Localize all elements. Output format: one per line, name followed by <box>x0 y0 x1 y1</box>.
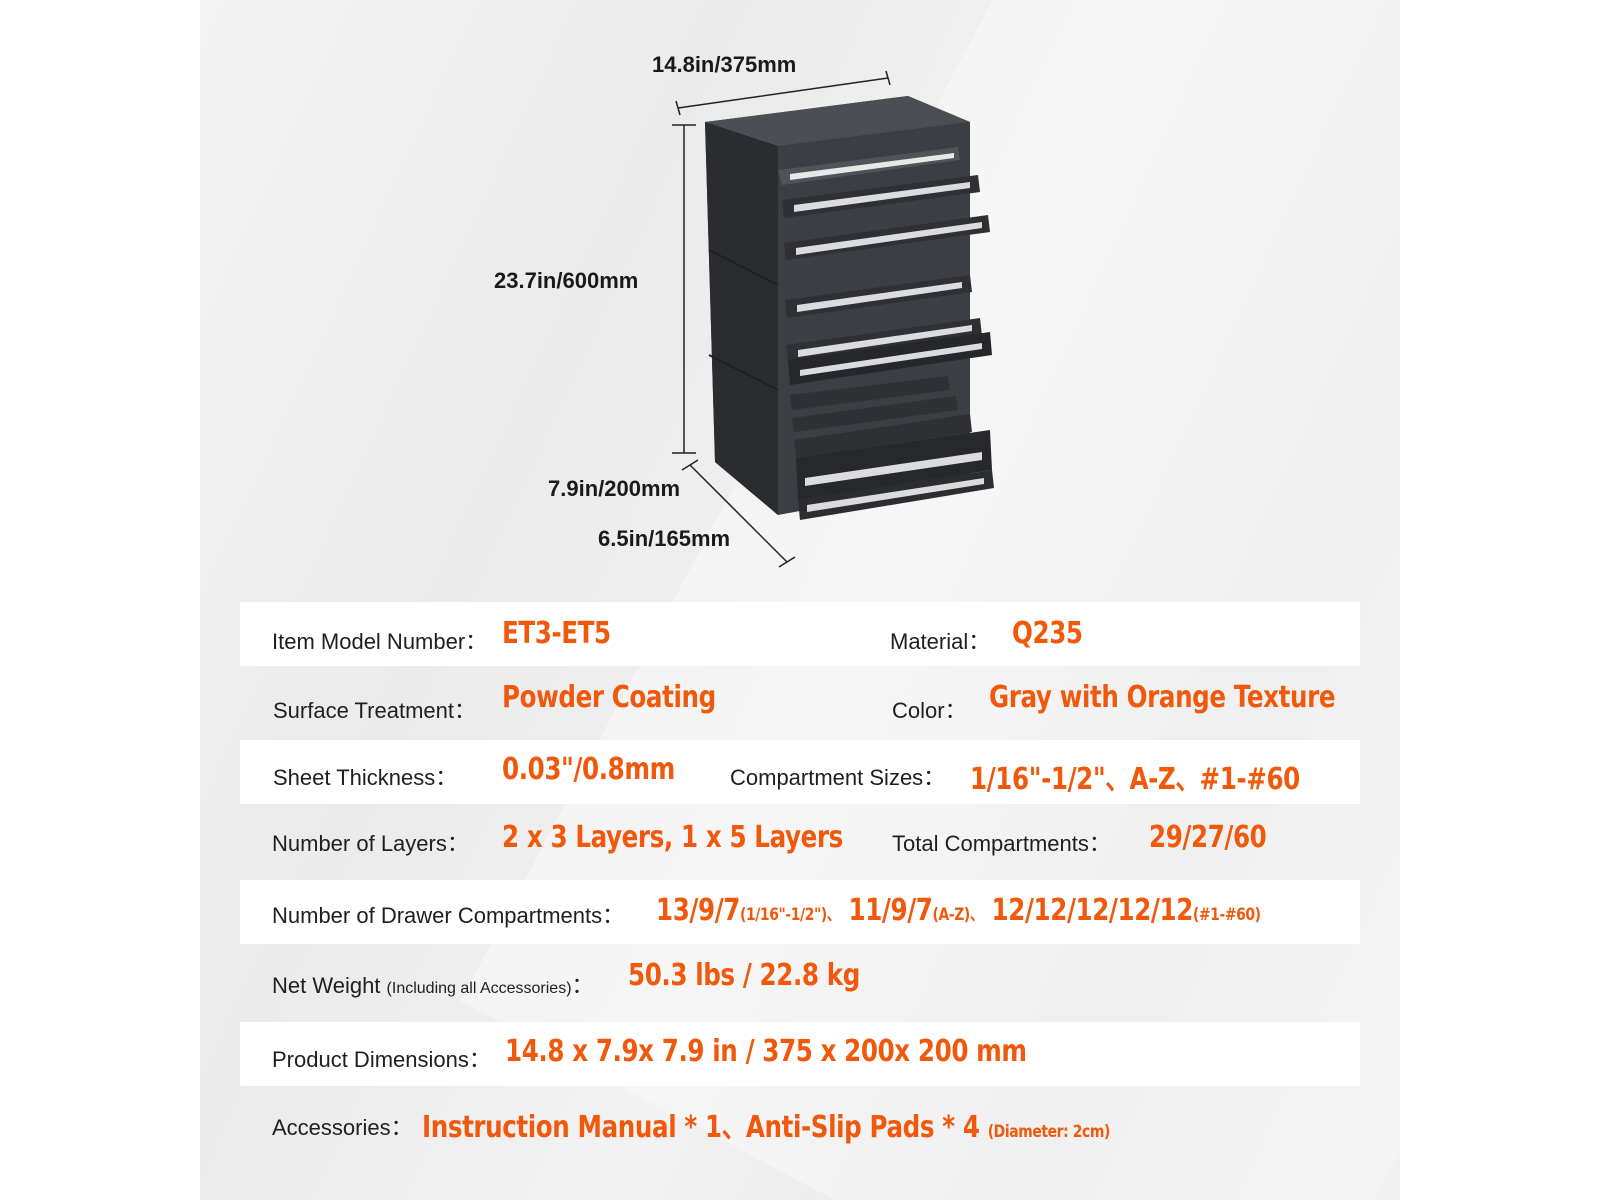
color-value: Gray with Orange Texture <box>989 680 1336 715</box>
model-label: Item Model Number： <box>272 629 488 654</box>
weight-label-text: Net Weight <box>272 973 381 998</box>
material-label: Material： <box>890 629 991 654</box>
color-label: Color： <box>892 698 967 723</box>
product-dimensions-value: 14.8 x 7.9x 7.9 in / 375 x 200x 200 mm <box>505 1034 1027 1069</box>
dimension-height-label: 23.7in/600mm <box>494 268 639 293</box>
layers-label: Number of Layers： <box>272 831 469 856</box>
layers-value: 2 x 3 Layers, 1 x 5 Layers <box>502 820 843 855</box>
total-compartments-label: Total Compartments： <box>892 831 1111 856</box>
cabinet-illustration <box>672 70 994 568</box>
model-value: ET3-ET5 <box>502 616 611 651</box>
material-value: Q235 <box>1012 616 1083 651</box>
dimension-width-label: 14.8in/375mm <box>652 52 797 77</box>
drawer-compartments-s1: (1/16"-1/2")、 <box>739 905 841 925</box>
spec-row-model-material <box>240 602 1360 666</box>
product-panel: 14.8in/375mm 23.7in/600mm 7.9in/200mm 6.… <box>200 0 1400 1200</box>
surface-label: Surface Treatment： <box>273 698 476 723</box>
drawer-compartments-label: Number of Drawer Compartments： <box>272 903 625 928</box>
drawer-compartments-s2: (A-Z)、 <box>932 905 984 925</box>
drawer-compartments-v1: 13/9/7 <box>656 893 740 928</box>
weight-label: Net Weight (Including all Accessories)： <box>272 968 594 1000</box>
drawer-compartments-value: 13/9/7(1/16"-1/2")、 11/9/7(A-Z)、 12/12/1… <box>656 893 1261 928</box>
dimension-depth-label: 7.9in/200mm <box>548 476 681 501</box>
drawer-compartments-v3: 12/12/12/12/12 <box>991 893 1194 928</box>
total-compartments-value: 29/27/60 <box>1149 820 1267 855</box>
weight-label-colon: ： <box>571 973 594 998</box>
compartment-sizes-value: 1/16"-1/2"、A-Z、#1-#60 <box>970 762 1300 797</box>
thickness-value: 0.03"/0.8mm <box>502 752 675 787</box>
cabinet-drawers <box>778 147 994 520</box>
accessories-note: (Diameter: 2cm) <box>987 1122 1111 1142</box>
thickness-label: Sheet Thickness： <box>273 765 458 790</box>
weight-label-note: (Including all Accessories) <box>386 980 572 997</box>
dimension-drawer-depth-label: 6.5in/165mm <box>598 526 731 551</box>
dimension-lines <box>672 70 891 568</box>
drawer-compartments-v2: 11/9/7 <box>848 893 933 928</box>
accessories-value: Instruction Manual * 1、Anti-Slip Pads * … <box>422 1102 1110 1146</box>
spec-row-drawer-compartments <box>240 880 1360 944</box>
spec-row-dimensions <box>240 1022 1360 1086</box>
weight-value: 50.3 lbs / 22.8 kg <box>628 958 860 993</box>
accessories-items: Instruction Manual * 1、Anti-Slip Pads * … <box>422 1110 980 1145</box>
product-dimensions-label: Product Dimensions： <box>272 1047 491 1072</box>
compartment-sizes-label: Compartment Sizes： <box>730 765 946 790</box>
spec-row-thickness-sizes <box>240 740 1360 804</box>
drawer-compartments-s3: (#1-#60) <box>1192 905 1261 925</box>
accessories-label: Accessories： <box>272 1115 413 1140</box>
surface-value: Powder Coating <box>502 680 716 715</box>
